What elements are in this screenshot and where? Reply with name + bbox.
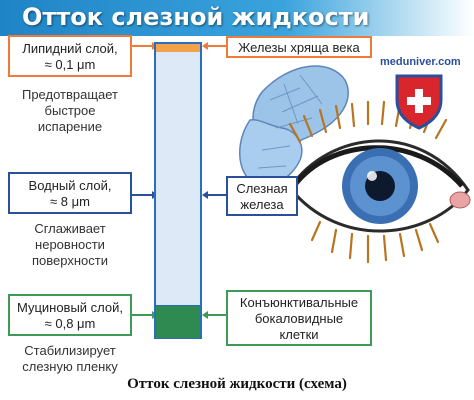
mucin-note-line: слезную пленку: [22, 359, 118, 374]
lipid-note-line: быстрое: [44, 103, 96, 118]
aqueous-layer-box: Водный слой, ≈ 8 μm: [8, 172, 132, 214]
goblet-cells-label-line: бокаловидные: [254, 311, 344, 326]
watermark-text: meduniver.com: [380, 56, 461, 68]
mucin-note-line: Стабилизирует: [24, 343, 116, 358]
aqueous-layer-note: Сглаживает неровности поверхности: [8, 221, 132, 269]
lower-eyelashes: [310, 220, 440, 264]
goblet-cells-label-line: Конъюнктивальные: [239, 295, 359, 310]
aqueous-note-line: неровности: [35, 237, 105, 252]
meduniver-logo-icon: [395, 74, 443, 130]
mucin-layer-box: Муциновый слой, ≈ 0,8 μm: [8, 294, 132, 336]
lipid-layer-name: Липидний слой,: [22, 41, 118, 56]
aqueous-layer-thickness: ≈ 8 μm: [50, 194, 90, 209]
lacrimal-gland-icon: [239, 65, 349, 187]
mucin-layer-note: Стабилизирует слезную пленку: [8, 343, 132, 375]
mucin-layer-thickness: ≈ 0,8 μm: [44, 316, 96, 331]
lacrimal-gland-box: Слезная железа: [226, 176, 298, 216]
lipid-note-line: Предотвращает: [21, 87, 119, 102]
lipid-note-line: испарение: [37, 119, 103, 134]
aqueous-note-line: поверхности: [32, 253, 108, 268]
lacrimal-gland-label-line: Слезная: [236, 181, 288, 196]
lipid-layer-box: Липидний слой, ≈ 0,1 μm: [8, 35, 132, 77]
aqueous-note-line: Сглаживает: [34, 221, 106, 236]
lipid-layer-note: Предотвращает быстрое испарение: [8, 87, 132, 135]
goblet-cells-box: Конъюнктивальные бокаловидные клетки: [226, 290, 372, 346]
page-title: Отток слезной жидкости: [22, 3, 370, 31]
lacrimal-gland-label-line: железа: [240, 197, 284, 212]
title-bar: Отток слезной жидкости: [0, 0, 474, 36]
tarsal-glands-label: Железы хряща века: [238, 40, 360, 55]
lipid-layer-thickness: ≈ 0,1 μm: [44, 57, 96, 72]
figure-caption: Отток слезной жидкости (схема): [127, 376, 347, 392]
tarsal-glands-box: Железы хряща века: [226, 36, 372, 58]
goblet-cells-label-line: клетки: [279, 327, 319, 342]
aqueous-layer-band: [156, 52, 200, 305]
aqueous-layer-name: Водный слой,: [28, 178, 112, 193]
tear-film-column: [154, 42, 202, 339]
mucin-layer-name: Муциновый слой,: [16, 300, 124, 315]
mucin-layer-band: [156, 305, 200, 338]
